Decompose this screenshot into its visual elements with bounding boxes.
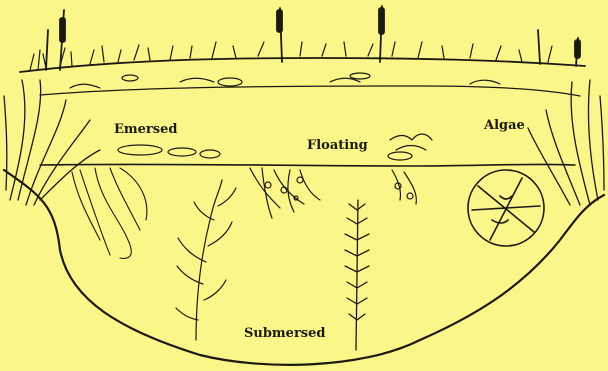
cattail-plants: [46, 6, 580, 70]
label-submersed: Submersed: [244, 326, 326, 341]
shore-bank: [20, 58, 585, 72]
emersed-pads: [118, 145, 220, 158]
water-surface-line: [40, 164, 575, 166]
bank-vegetation: [30, 42, 552, 88]
label-algae: Algae: [484, 118, 525, 133]
label-emersed: Emersed: [114, 122, 177, 137]
emersed-roots: [72, 168, 147, 258]
label-floating: Floating: [307, 138, 368, 153]
shore-bank-inner: [40, 86, 580, 96]
submersed-plant-left: [176, 180, 236, 340]
emersed-reeds-right: [528, 80, 604, 205]
submersed-plant-centre: [345, 200, 369, 350]
algae-magnified-circle: [468, 170, 544, 246]
